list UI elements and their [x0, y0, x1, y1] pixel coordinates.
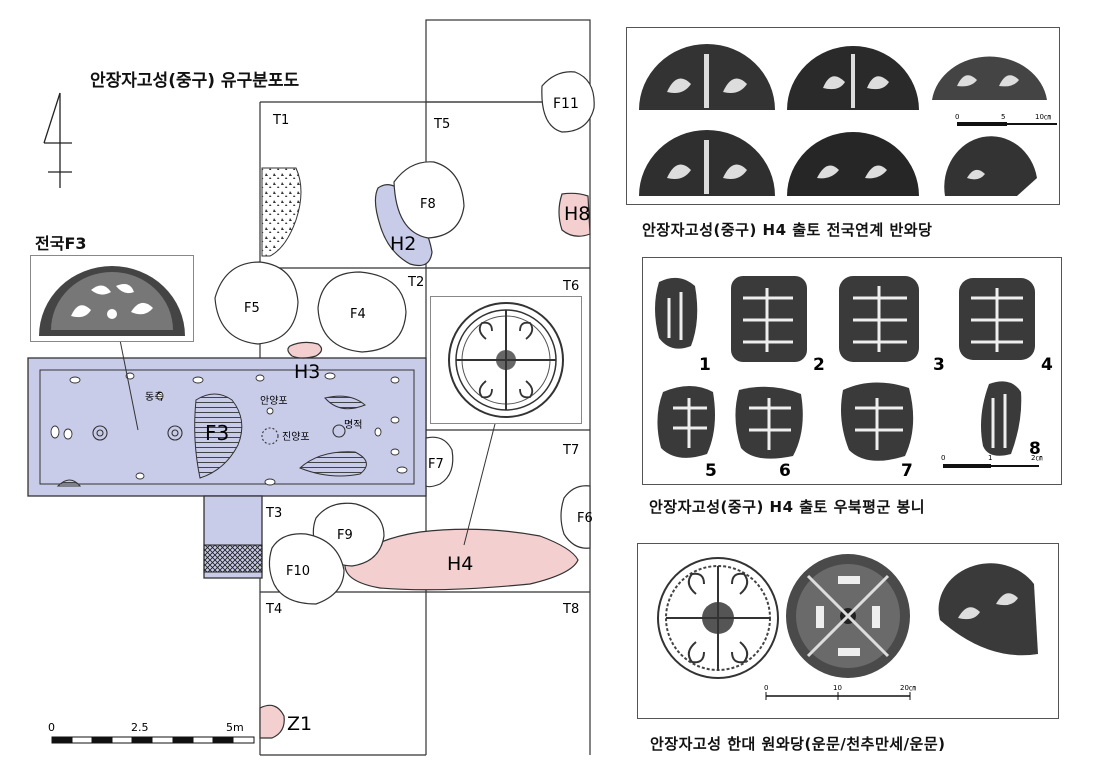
grid-label-t3: T3 [265, 506, 282, 521]
label-h8: H8 [564, 203, 590, 225]
inset-label: 전국F3 [35, 234, 87, 253]
seal-impressions [655, 276, 1035, 461]
grid-label-t4: T4 [265, 602, 282, 617]
feature-labels: F5 F4 F8 F11 F7 F6 F9 F10 [244, 96, 593, 579]
note-myeongjeok: 명적 [344, 419, 362, 431]
label-f7: F7 [428, 457, 444, 472]
dotted-deposit [261, 167, 302, 257]
note-dongcheuk: 동측 [145, 391, 163, 403]
seal-number: 8 [1029, 439, 1041, 459]
seal-number: 5 [705, 461, 717, 481]
label-f9: F9 [337, 528, 353, 543]
circle-f4 [317, 271, 407, 353]
label-f10: F10 [286, 564, 310, 579]
tiles-scale-ticks: 0 5 10㎝ [955, 113, 1051, 121]
pit-labels: H2 H3 H4 H8 F3 Z1 [205, 203, 590, 735]
pit-h4 [344, 528, 579, 591]
semicircular-tiles-image: 0 5 10㎝ [639, 44, 1057, 196]
note-anyangpo: 안양포 [260, 395, 288, 407]
roof-tile-cloud-2 [938, 563, 1038, 656]
north-arrow-icon [43, 92, 72, 188]
tile-row-bottom [639, 130, 1037, 196]
grid-label-t2: T2 [407, 275, 424, 290]
seals-panel: 1 2 3 4 5 6 7 8 0 1 2㎝ [642, 257, 1062, 485]
scale-tick: 1 [988, 454, 992, 462]
f3-tile-inset [30, 255, 194, 342]
seal-numbers: 1 2 3 4 5 6 7 8 [699, 355, 1053, 481]
site-map: 0 2.5 5m T1 T2 T3 T4 T5 T6 T7 T8 F5 F4 F… [27, 19, 595, 756]
scale-tick: 2㎝ [1031, 454, 1042, 462]
label-f3: F3 [205, 421, 229, 445]
seals-scale-bar [943, 464, 1039, 468]
seal-number: 2 [813, 355, 825, 375]
semicircular-tile-image [39, 266, 185, 336]
tile-row-top [639, 44, 1047, 111]
label-f4: F4 [350, 307, 366, 322]
round-roof-tiles-image: 0 10 20㎝ [657, 554, 1038, 700]
tiles-panel: 0 5 10㎝ [626, 27, 1060, 205]
f3-building [27, 357, 427, 579]
label-z1: Z1 [287, 713, 312, 735]
roof-tiles-panel: 0 10 20㎝ [637, 543, 1059, 719]
grid-label-t1: T1 [272, 113, 289, 128]
round-tile-image [448, 302, 564, 418]
roof-tiles-caption: 안장자고성 한대 원와당(운문/천추만세/운문) [650, 735, 946, 753]
scale-tick: 5 [1001, 113, 1005, 121]
pit-features [259, 184, 591, 739]
scale-tick: 0 [941, 454, 945, 462]
grid-label-t8: T8 [562, 602, 579, 617]
pit-h8 [558, 192, 591, 237]
scale-tick: 0 [48, 721, 55, 734]
label-h4: H4 [447, 553, 473, 575]
seals-scale-ticks: 0 1 2㎝ [941, 454, 1042, 462]
seal-number: 7 [901, 461, 913, 481]
label-f6: F6 [577, 511, 593, 526]
scale-tick: 5m [226, 721, 244, 734]
f3-notes: 동측 안양포 진양포 명적 [145, 391, 362, 443]
pit-z1 [259, 704, 285, 739]
circle-f11 [541, 71, 595, 133]
scale-tick: 2.5 [131, 721, 149, 734]
grid-label-t6: T6 [562, 279, 579, 294]
seal-number: 3 [933, 355, 945, 375]
circle-f7 [425, 436, 454, 488]
scale-bar [51, 736, 255, 744]
scale-tick: 20㎝ [900, 684, 916, 692]
scale-tick: 10㎝ [1035, 113, 1051, 121]
circle-f6 [560, 485, 591, 549]
label-f11: F11 [553, 96, 579, 112]
tiles-caption: 안장자고성(중구) H4 출토 전국연계 반와당 [642, 221, 933, 239]
label-h2: H2 [390, 233, 416, 255]
h4-tile-inset [430, 296, 582, 424]
seals-caption: 안장자고성(중구) H4 출토 우북평군 봉니 [649, 498, 926, 516]
circle-f5 [214, 261, 299, 345]
map-title: 안장자고성(중구) 유구분포도 [90, 71, 300, 91]
roof-tile-cheonchu [786, 554, 910, 678]
seal-number: 6 [779, 461, 791, 481]
pit-h3 [287, 341, 323, 359]
grid-labels: T1 T2 T3 T4 T5 T6 T7 T8 [265, 113, 579, 617]
leader-lines [119, 339, 497, 546]
roof-tile-cloud-1 [657, 557, 779, 679]
scale-tick: 0 [955, 113, 959, 121]
label-h3: H3 [294, 361, 320, 383]
grid-label-t5: T5 [433, 117, 450, 132]
tiles-scale-bar [957, 122, 1057, 126]
scale-tick: 10 [833, 684, 842, 692]
circle-f8 [393, 161, 465, 239]
feature-circles [214, 71, 595, 605]
label-f5: F5 [244, 301, 260, 316]
roof-scale-ticks: 0 10 20㎝ [764, 684, 916, 692]
scale-tick: 0 [764, 684, 768, 692]
seal-number: 1 [699, 355, 711, 375]
circle-f10 [268, 533, 345, 605]
label-f8: F8 [420, 197, 436, 212]
clay-seals-image: 1 2 3 4 5 6 7 8 0 1 2㎝ [655, 276, 1053, 481]
seal-number: 4 [1041, 355, 1053, 375]
roof-scale-bar [765, 692, 911, 700]
note-jinyangpo: 진양포 [282, 431, 310, 443]
scale-ticks: 0 2.5 5m [48, 721, 244, 734]
grid-label-t7: T7 [562, 443, 579, 458]
